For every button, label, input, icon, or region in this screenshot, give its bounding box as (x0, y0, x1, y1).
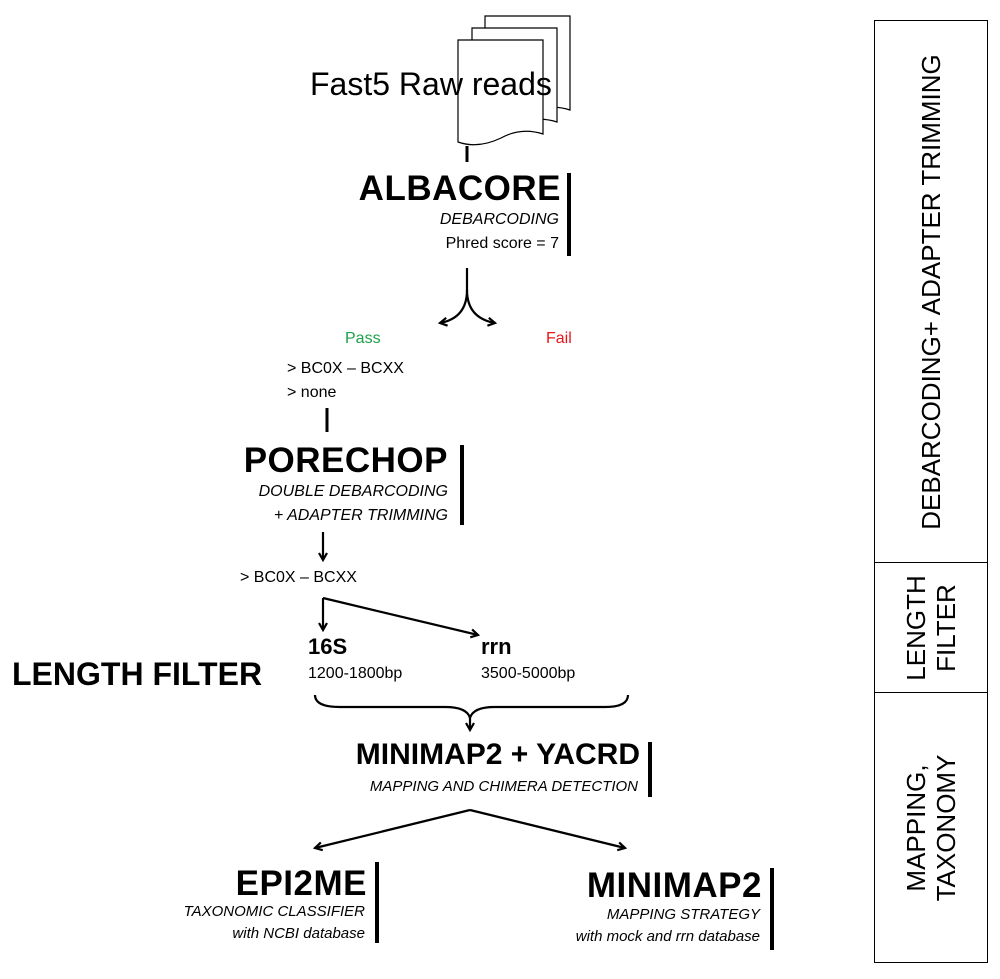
document-stack-icon (457, 15, 571, 146)
stage-label-debarcoding: DEBARCODING+ ADAPTER TRIMMING (916, 53, 946, 530)
albacore-title: ALBACORE (358, 169, 561, 208)
stage-label-mapping-taxonomy: MAPPING, TAXONOMY (901, 754, 961, 901)
epi2me-subtitle-line1: TAXONOMIC CLASSIFIER (183, 903, 365, 920)
branch-rrn-range: 3500-5000bp (481, 665, 576, 682)
minimap-yacrd-subtitle: MAPPING AND CHIMERA DETECTION (369, 778, 638, 795)
pass-output-none: > none (287, 384, 337, 401)
porechop-title: PORECHOP (243, 441, 448, 480)
epi2me-subtitle-line2: with NCBI database (232, 925, 365, 942)
albacore-detail: Phred score = 7 (445, 235, 559, 252)
epi2me-title: EPI2ME (235, 864, 367, 903)
stage-label-mapping-line2: TAXONOMY (931, 754, 961, 901)
arrow-to-epi2me (315, 808, 471, 848)
stage-label-length-filter-line1: LENGTH (901, 574, 931, 681)
fail-label: Fail (546, 330, 572, 347)
porechop-output: > BC0X – BCXX (240, 569, 357, 586)
minimap-yacrd-title: MINIMAP2 + YACRD (355, 738, 640, 771)
stage-label-length-filter-line2: FILTER (931, 583, 961, 672)
pass-label: Pass (345, 330, 381, 347)
length-filter-label: LENGTH FILTER (12, 656, 263, 692)
albacore-subtitle: DEBARCODING (439, 211, 559, 228)
arrow-to-minimap2 (469, 808, 625, 848)
minimap2-subtitle-line2: with mock and rrn database (575, 928, 760, 945)
stage-panel-length-filter: LENGTH FILTER (874, 562, 988, 693)
branch-rrn-name: rrn (481, 634, 512, 659)
minimap2-title: MINIMAP2 (586, 866, 762, 905)
pass-fail-split-arrows (440, 268, 495, 323)
arrow-to-rrn (322, 596, 478, 635)
stage-panel-debarcoding: DEBARCODING+ ADAPTER TRIMMING (874, 20, 988, 563)
input-label: Fast5 Raw reads (310, 66, 552, 102)
porechop-subtitle-line2: + ADAPTER TRIMMING (273, 507, 448, 524)
merge-brace (313, 694, 630, 723)
stage-label-length-filter: LENGTH FILTER (901, 575, 961, 680)
branch-16s-range: 1200-1800bp (308, 665, 403, 682)
pass-output-barcodes: > BC0X – BCXX (287, 360, 404, 377)
porechop-subtitle-line1: DOUBLE DEBARCODING (258, 483, 448, 500)
branch-16s-name: 16S (308, 634, 348, 659)
stage-panel-mapping-taxonomy: MAPPING, TAXONOMY (874, 692, 988, 963)
minimap2-subtitle-line1: MAPPING STRATEGY (606, 906, 760, 923)
stage-label-mapping-line1: MAPPING, (901, 763, 931, 892)
